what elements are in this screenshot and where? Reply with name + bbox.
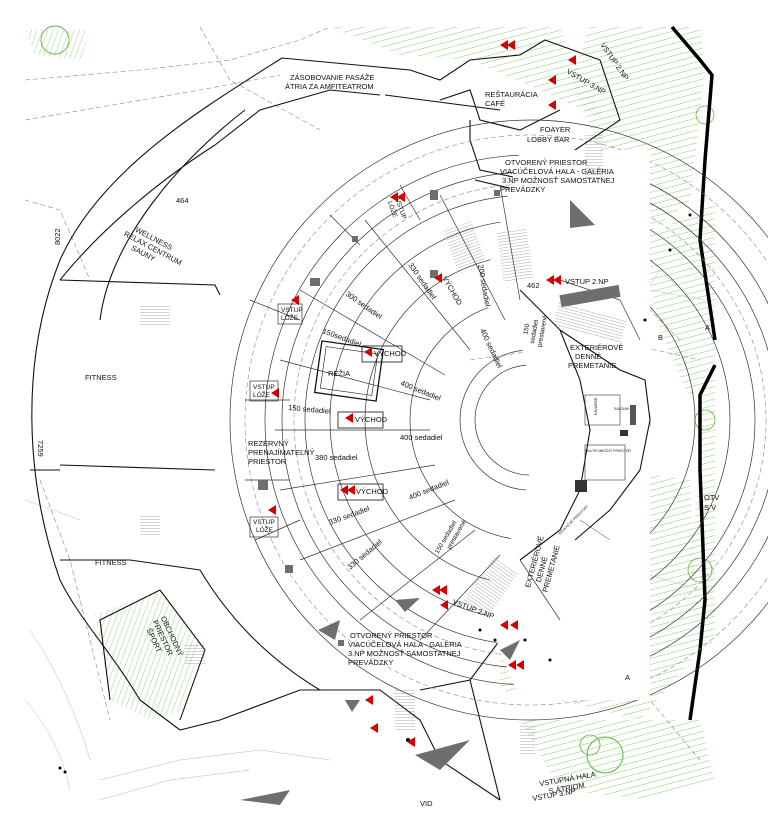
salonik-label: SALÓNIK: [614, 406, 630, 411]
seats-400c: 400 sedadiel: [400, 433, 443, 442]
letter-b: B: [658, 333, 663, 342]
rezia-box: [313, 340, 385, 402]
kaviaren-label: KAVIAREŇ: [594, 397, 598, 415]
fitness-top-label: FITNESS: [85, 373, 117, 382]
letter-a-bottom: A: [625, 673, 630, 682]
fitness-bottom-label: FITNESS: [95, 558, 127, 567]
seats-380: 380 sedadiel: [315, 453, 358, 462]
svg-text:ÁTRIA ZA AMFITEATROM: ÁTRIA ZA AMFITEATROM: [285, 82, 374, 91]
vstup-loze-3: VSTUP LÓŽE: [253, 384, 275, 399]
svg-text:CAFÉ: CAFÉ: [485, 99, 505, 108]
svg-text:OTVORENÝ PRIESTOR: OTVORENÝ PRIESTOR: [505, 158, 588, 167]
svg-text:150: 150: [522, 323, 531, 335]
dark-fills: [240, 190, 621, 805]
svg-text:VIACÚČELOVÁ HALA - GALÉRIA: VIACÚČELOVÁ HALA - GALÉRIA: [500, 167, 614, 176]
cut-vid: VID: [420, 799, 433, 808]
svg-text:VSTUP: VSTUP: [253, 519, 275, 526]
cut-sv: S V: [704, 503, 716, 512]
seats-400b: 400 sedadiel: [399, 379, 442, 403]
svg-text:REZERVNÝ: REZERVNÝ: [248, 439, 289, 448]
priestor-bottom-label: OTVORENÝ PRIESTOR VIACÚČELOVÁ HALA - GAL…: [348, 631, 462, 667]
svg-text:LOBBY BAR: LOBBY BAR: [527, 135, 570, 144]
rezervny-label: REZERVNÝ PRENAJÍMATEĽNÝ PRIESTOR: [248, 439, 315, 466]
num-7259: 7259: [36, 440, 45, 457]
svg-text:VSTUP: VSTUP: [253, 384, 275, 391]
svg-text:3.NP MOŽNOSŤ SAMOSTATNEJ: 3.NP MOŽNOSŤ SAMOSTATNEJ: [348, 649, 461, 658]
svg-text:REŠTAURÁCIA: REŠTAURÁCIA: [485, 90, 538, 99]
exterierove-top-label: EXTERIÉROVÉ DENNÉ PREMETANIE: [568, 343, 623, 370]
vstup-loze-2: VSTUP LÓŽE: [281, 307, 303, 322]
svg-text:VIACÚČELOVÁ HALA - GALÉRIA: VIACÚČELOVÁ HALA - GALÉRIA: [348, 640, 462, 649]
stage-area: [519, 279, 651, 621]
vychod-2: VÝCHOD: [374, 349, 407, 358]
svg-text:EXTERIÉROVÉ: EXTERIÉROVÉ: [570, 343, 623, 352]
svg-text:PREVÁDZKY: PREVÁDZKY: [500, 185, 545, 194]
rezia-label: RÉŽIA: [328, 369, 350, 378]
seating-dividers: [245, 184, 521, 641]
seats-150-pres-bottom: 150 sedadiel prestavené: [434, 519, 468, 555]
letter-a-top: A: [705, 323, 710, 332]
vstup-2np-mid: VSTUP 2.NP: [565, 277, 609, 286]
svg-text:PRENAJÍMATEĽNÝ: PRENAJÍMATEĽNÝ: [248, 448, 315, 457]
vychod-1: VÝCHOD: [440, 275, 464, 308]
restauracia-label: REŠTAURÁCIA CAFÉ: [485, 90, 538, 108]
svg-text:3.NP MOŽNOSŤ SAMOSTATNEJ: 3.NP MOŽNOSŤ SAMOSTATNEJ: [502, 176, 615, 185]
svg-text:DENNÉ: DENNÉ: [575, 352, 601, 361]
svg-text:PREMETANIE: PREMETANIE: [568, 361, 616, 370]
svg-text:FOAYER: FOAYER: [540, 125, 571, 134]
svg-text:PREVÁDZKY: PREVÁDZKY: [348, 658, 393, 667]
foayer-label: FOAYER LOBBY BAR: [527, 125, 571, 144]
seats-150a: 150sedadiel: [321, 326, 362, 348]
priestor-top-label: OTVORENÝ PRIESTOR VIACÚČELOVÁ HALA - GAL…: [500, 158, 615, 194]
seats-400d: 400 sedadiel: [407, 477, 450, 501]
num-462: 462: [527, 281, 540, 290]
svg-text:LÓŽE: LÓŽE: [256, 525, 274, 534]
seats-330c: 330 sedadiel: [328, 504, 371, 527]
zasobovanie-label: ZÁSOBOVANIE PASÁŽE ÁTRIA ZA AMFITEATROM: [285, 73, 374, 91]
svg-text:sedadiel: sedadiel: [529, 319, 540, 345]
svg-text:VSTUP: VSTUP: [281, 307, 303, 314]
svg-text:LÓŽE: LÓŽE: [281, 313, 299, 322]
seats-150b: 150 sedadiel: [288, 403, 331, 416]
vychod-3: VÝCHOD: [355, 415, 388, 424]
seats-330d: 330 sedadiel: [346, 537, 385, 571]
cut-otv: OTV: [704, 493, 719, 502]
num-8022: 8022: [53, 228, 62, 245]
seats-400a: 400 sedadiel: [478, 327, 504, 370]
svg-text:ZÁSOBOVANIE PASÁŽE: ZÁSOBOVANIE PASÁŽE: [290, 73, 374, 82]
vstup-loze-4: VSTUP LÓŽE: [253, 519, 275, 534]
site-boundary: [670, 25, 717, 721]
num-464: 464: [176, 196, 189, 205]
wellness-label: WELLNESS RELAX CENTRUM SAUNY: [122, 225, 183, 267]
stairs: [140, 135, 627, 755]
svg-text:LÓŽE: LÓŽE: [253, 390, 271, 399]
svg-text:PRIESTOR: PRIESTOR: [248, 457, 287, 466]
entry-arrows: [268, 40, 576, 747]
vychod-4: VÝCHOD: [356, 487, 389, 496]
multi-label: MULTIFUNKČNÝ PRIESTOR: [585, 448, 631, 453]
seats-300b: 300 sedadiel: [344, 289, 384, 321]
markers-dots: [58, 213, 692, 774]
svg-text:OTVORENÝ PRIESTOR: OTVORENÝ PRIESTOR: [350, 631, 433, 640]
